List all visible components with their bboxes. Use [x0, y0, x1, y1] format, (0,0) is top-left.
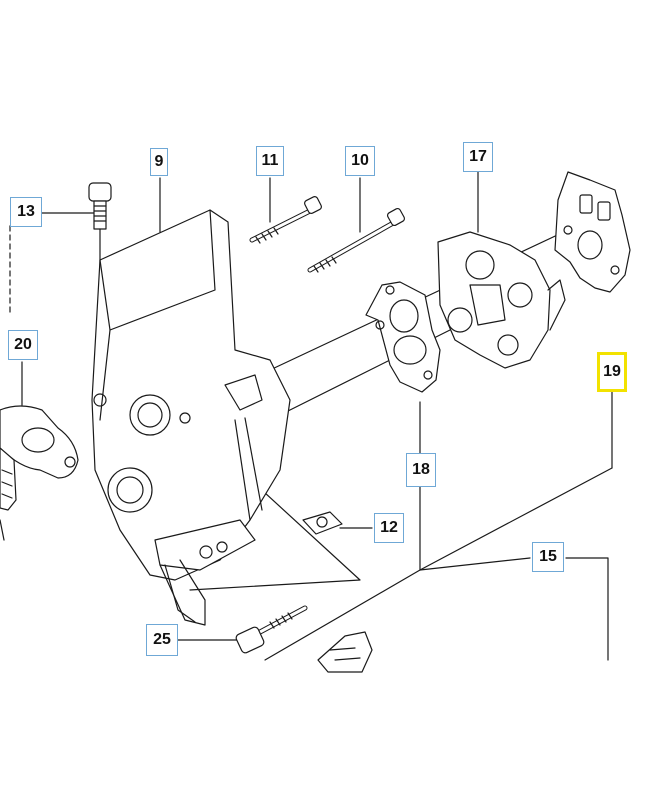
leader-15-right — [565, 557, 609, 661]
gasket-20 — [0, 405, 79, 479]
bottom-partial-part — [317, 631, 373, 673]
callout-17: 17 — [463, 142, 493, 172]
callout-20: 20 — [8, 330, 38, 360]
screw-13 — [88, 182, 112, 301]
screw-25 — [235, 605, 308, 654]
left-partial-part — [0, 447, 17, 541]
callout-19: 19 — [597, 352, 627, 392]
leader-15-left — [419, 557, 531, 571]
callout-25: 25 — [146, 624, 178, 656]
gasket-19 — [554, 171, 631, 293]
callout-18: 18 — [406, 453, 436, 487]
callout-10: 10 — [345, 146, 375, 176]
callout-9: 9 — [150, 148, 168, 176]
callout-11: 11 — [256, 146, 284, 176]
intake-flange-17 — [437, 231, 566, 369]
carburetor-body-9 — [91, 209, 291, 626]
screw-10 — [307, 207, 406, 273]
callout-15: 15 — [532, 542, 564, 572]
callout-12: 12 — [374, 513, 404, 543]
screw-11 — [249, 196, 322, 244]
nut-12 — [302, 511, 343, 535]
callout-13: 13 — [10, 197, 42, 227]
gasket-18 — [365, 281, 441, 393]
